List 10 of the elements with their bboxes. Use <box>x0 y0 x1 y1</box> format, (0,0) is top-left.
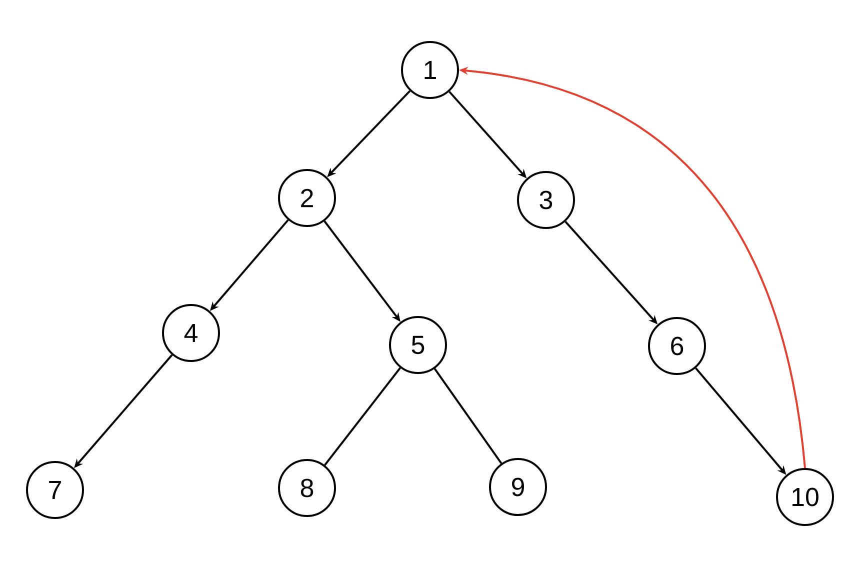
tree-node: 6 <box>648 317 706 375</box>
tree-node: 7 <box>26 461 84 519</box>
tree-node: 4 <box>162 304 220 362</box>
tree-node: 5 <box>389 316 447 374</box>
tree-node: 1 <box>401 41 459 99</box>
tree-node: 8 <box>278 459 336 517</box>
tree-node: 3 <box>517 171 575 229</box>
tree-node: 2 <box>278 169 336 227</box>
tree-node: 10 <box>776 468 834 526</box>
tree-node: 9 <box>489 458 547 516</box>
